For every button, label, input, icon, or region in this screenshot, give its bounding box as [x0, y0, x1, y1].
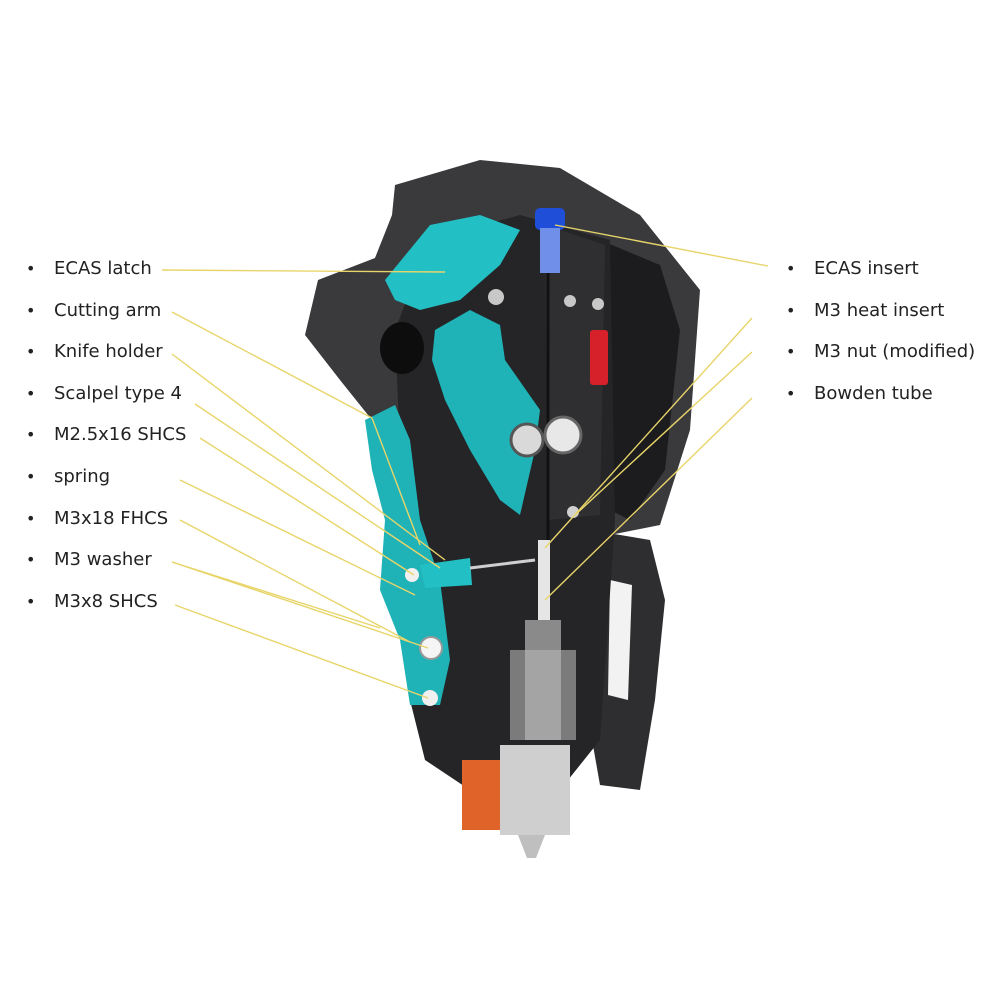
left-callout-list: ECAS latch Cutting arm Knife holder Scal… — [26, 254, 186, 629]
leader-cutting-arm-2 — [371, 417, 421, 546]
bearing-right — [543, 415, 583, 455]
leader-scalpel — [194, 403, 441, 569]
leader-m3x18 — [179, 519, 411, 643]
bearing-left — [509, 422, 545, 458]
label-knife-holder: Knife holder — [26, 337, 186, 379]
screw-mid-right — [592, 298, 604, 310]
leader-knife-holder — [171, 353, 446, 561]
leader-m25-shcs — [199, 437, 415, 576]
leader-spring — [179, 479, 416, 596]
label-spring: spring — [26, 462, 186, 504]
label-m3-washer: M3 washer — [26, 545, 186, 587]
leader-m3x8 — [174, 604, 429, 699]
red-clip-part — [590, 330, 608, 385]
scalpel-blade-part — [420, 558, 472, 588]
lower-right-slot — [608, 580, 632, 700]
label-bowden-tube: Bowden tube — [786, 379, 975, 421]
screw-knife-3 — [422, 690, 438, 706]
leader-lines — [161, 224, 769, 699]
right-housing-wing — [600, 240, 680, 520]
nozzle-part — [518, 835, 545, 858]
thumb-knob — [380, 322, 424, 374]
label-ecas-insert: ECAS insert — [786, 254, 975, 296]
cutting-arm-part — [432, 310, 540, 515]
leader-ecas-insert — [554, 224, 769, 267]
heater-block-cutaway — [500, 745, 570, 835]
screw-upper — [488, 289, 504, 305]
heatsink-cutaway — [510, 650, 576, 740]
label-m25-shcs: M2.5x16 SHCS — [26, 420, 186, 462]
bowden-tube-part — [538, 540, 550, 620]
washer-knife-2 — [419, 636, 443, 660]
label-cutting-arm: Cutting arm — [26, 296, 186, 338]
label-scalpel: Scalpel type 4 — [26, 379, 186, 421]
right-callout-list: ECAS insert M3 heat insert M3 nut (modif… — [786, 254, 975, 421]
label-m3x18-fhcs: M3x18 FHCS — [26, 504, 186, 546]
label-ecas-latch: ECAS latch — [26, 254, 186, 296]
leader-bowden — [544, 397, 753, 601]
scalpel-edge — [469, 558, 536, 570]
ecas-latch-part — [385, 215, 520, 310]
leader-cutting-arm — [171, 311, 373, 419]
label-m3-heat-insert: M3 heat insert — [786, 296, 975, 338]
leader-ecas-latch — [161, 269, 446, 273]
leader-m3-washer-b — [171, 561, 429, 649]
leader-m3-nut — [574, 351, 753, 516]
label-m3x8-shcs: M3x8 SHCS — [26, 587, 186, 629]
label-m3-nut: M3 nut (modified) — [786, 337, 975, 379]
leader-heat-insert — [544, 317, 753, 549]
knife-holder-part — [365, 405, 450, 705]
ecas-insert-part — [535, 208, 565, 230]
screw-mid — [564, 295, 576, 307]
ecas-insert-stem — [540, 228, 560, 273]
